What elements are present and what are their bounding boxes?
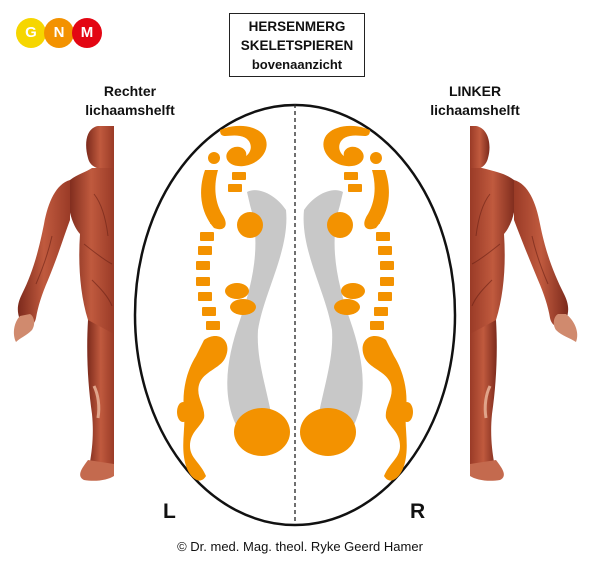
left-relay-segment-9	[202, 307, 216, 316]
right-relay-segment-5	[378, 246, 392, 255]
left-side-label: Rechter lichaamshelft	[65, 82, 195, 120]
left-relay-segment-7	[196, 277, 210, 286]
right-relay-segment-1	[344, 172, 358, 180]
right-half-body-figure	[470, 126, 578, 481]
left-relay-oval-upper	[237, 212, 263, 238]
left-half-body-figure	[13, 126, 114, 481]
right-relay-group	[300, 125, 413, 481]
right-relay-segment-8	[378, 292, 392, 301]
right-relay-segment-6	[380, 261, 394, 270]
right-lateral-ventricle	[303, 190, 363, 445]
left-relay-frontal-dot	[208, 152, 220, 164]
left-lateral-ventricle	[227, 190, 287, 445]
left-relay-oval-mid-1	[225, 283, 249, 299]
left-relay-occipital-large	[234, 408, 290, 456]
corner-label-r: R	[410, 500, 426, 523]
left-relay-segment-3	[210, 216, 222, 224]
left-relay-segment-4	[200, 232, 214, 241]
right-relay-segment-7	[380, 277, 394, 286]
right-label-line-2: lichaamshelft	[430, 102, 520, 118]
left-relay-segment-6	[196, 261, 210, 270]
corner-label-l: L	[163, 500, 176, 523]
left-relay-segment-10	[206, 321, 220, 330]
left-relay-segment-8	[198, 292, 212, 301]
right-relay-lower-large	[362, 335, 407, 481]
left-relay-oval-mid-2	[230, 299, 256, 315]
right-side-label: LINKER lichaamshelft	[410, 82, 540, 120]
logo-letter-n: N	[44, 18, 74, 48]
left-relay-segment-5	[198, 246, 212, 255]
right-relay-frontal-hook	[323, 125, 370, 167]
right-relay-frontal-arc	[364, 170, 389, 230]
right-relay-frontal-dot	[370, 152, 382, 164]
copyright-text: © Dr. med. Mag. theol. Ryke Geerd Hamer	[177, 539, 423, 554]
title-box: HERSENMERG SKELETSPIEREN bovenaanzicht	[229, 13, 365, 77]
left-relay-frontal-hook	[220, 125, 267, 167]
right-relay-segment-3	[368, 216, 380, 224]
right-relay-oval-mid-2	[334, 299, 360, 315]
left-relay-group	[177, 125, 290, 481]
gnm-logo: G N M	[16, 18, 106, 50]
title-line-2: SKELETSPIEREN	[240, 38, 354, 53]
logo-letter-m: M	[72, 18, 102, 48]
right-relay-oval-mid-1	[341, 283, 365, 299]
left-label-line-1: Rechter	[103, 83, 157, 99]
right-relay-segment-9	[374, 307, 388, 316]
left-label-line-2: lichaamshelft	[85, 102, 175, 118]
right-relay-segment-10	[370, 321, 384, 330]
right-relay-occipital-large	[300, 408, 356, 456]
right-relay-side-oval	[401, 402, 413, 422]
right-label-line-1: LINKER	[448, 83, 502, 99]
left-relay-side-oval	[177, 402, 189, 422]
right-relay-segment-4	[376, 232, 390, 241]
left-relay-frontal-arc	[201, 170, 226, 230]
right-relay-oval-upper	[327, 212, 353, 238]
title-line-1: HERSENMERG	[248, 19, 346, 34]
logo-letter-g: G	[16, 18, 46, 48]
left-relay-segment-2	[228, 184, 242, 192]
title-line-3: bovenaanzicht	[251, 57, 343, 72]
left-relay-segment-1	[232, 172, 246, 180]
left-relay-lower-large	[183, 335, 228, 481]
right-relay-segment-2	[348, 184, 362, 192]
